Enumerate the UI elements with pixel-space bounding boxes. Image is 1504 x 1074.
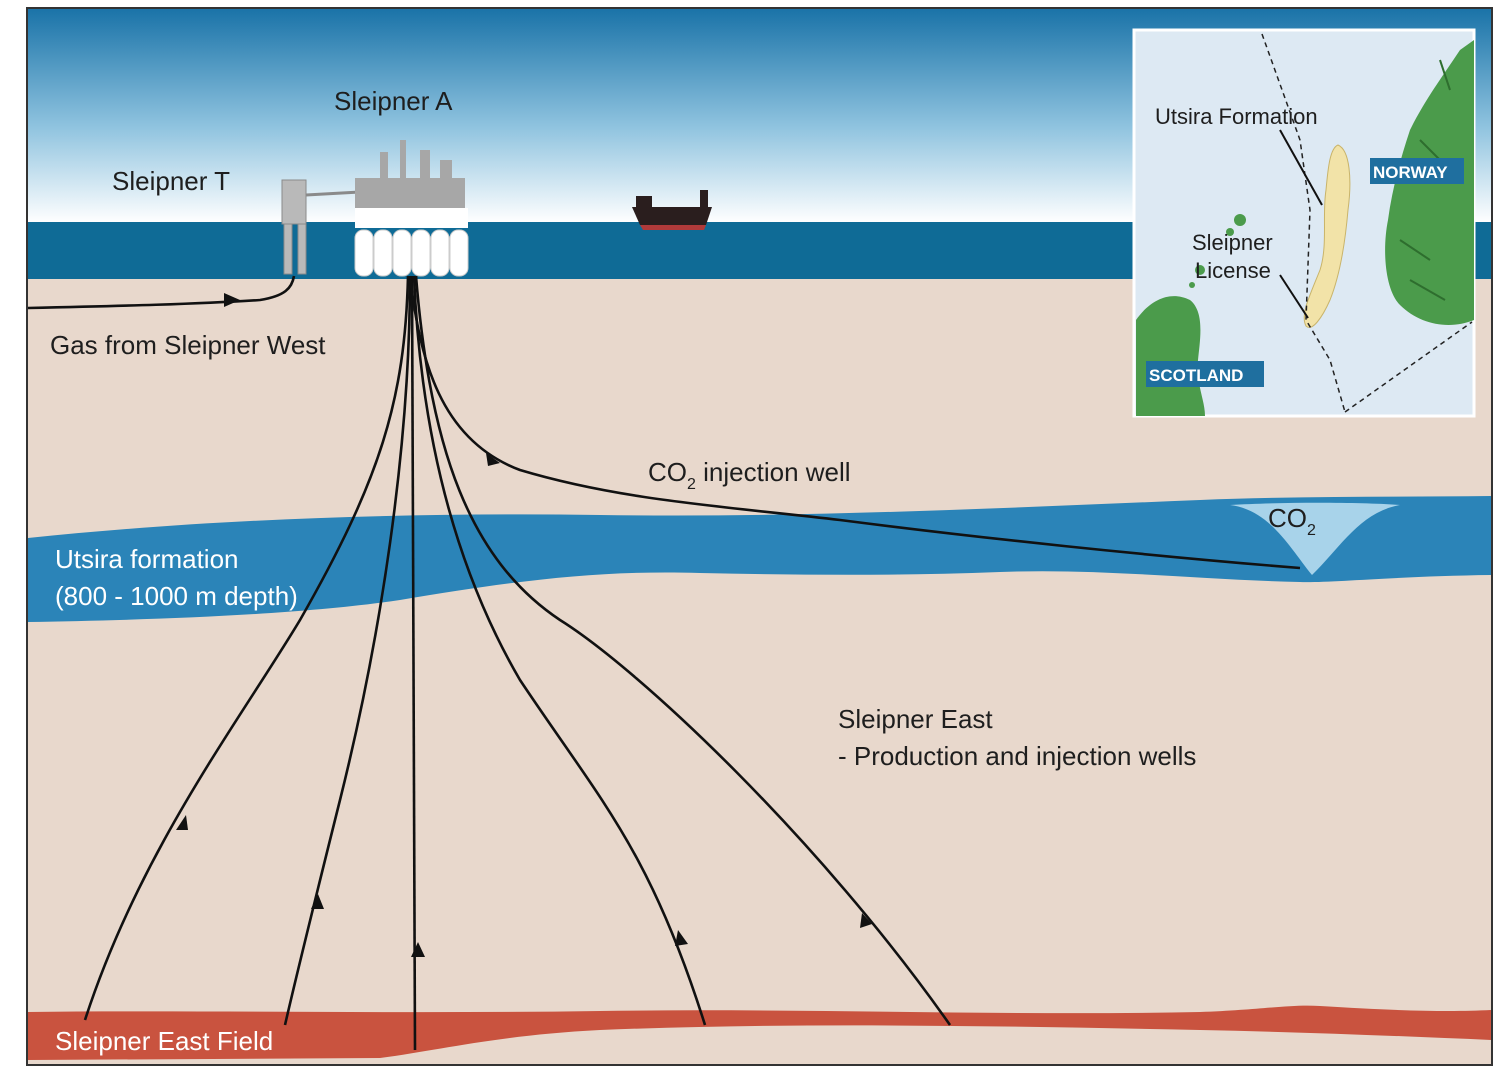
co2-plume-sub: 2	[1307, 522, 1316, 539]
utsira-formation-layer	[28, 496, 1491, 622]
sleipner-t-label: Sleipner T	[112, 166, 230, 196]
co2-plume	[1230, 502, 1400, 575]
sleipner-a-label: Sleipner A	[334, 86, 453, 116]
map-sleipner-license-label-line1: Sleipner	[1192, 230, 1273, 255]
well-3-arrow	[411, 942, 425, 957]
utsira-label-line2: (800 - 1000 m depth)	[55, 581, 298, 611]
well-3	[410, 275, 417, 1051]
map-sleipner-license-label-line2: License	[1195, 258, 1271, 283]
map-utsira-formation	[1303, 144, 1351, 328]
map-boundary-line-2	[1344, 321, 1473, 413]
map-pointer-license	[1279, 274, 1309, 319]
sleipner-a-platform	[354, 140, 469, 277]
co2-injection-well-sub: 2	[687, 476, 696, 493]
map-utsira-formation-label: Utsira Formation	[1155, 104, 1318, 129]
co2-injection-well	[408, 275, 1301, 570]
inset-map: Utsira Formation Sleipner License NORWAY…	[1132, 28, 1476, 418]
well-2	[283, 275, 412, 1026]
co2-injection-well-suffix: injection well	[696, 457, 851, 487]
norway-badge-label: NORWAY	[1373, 163, 1448, 182]
gas-from-west-label: Gas from Sleipner West	[50, 330, 326, 360]
map-norway-coast-detail	[1399, 59, 1451, 301]
well-4	[412, 275, 707, 1026]
well-5-arrow	[860, 913, 872, 928]
map-islands	[1189, 214, 1246, 288]
well-2-arrow	[311, 894, 324, 909]
co2-well-arrow	[486, 453, 500, 466]
co2-injection-well-prefix: CO	[648, 457, 687, 487]
map-pointer-formation	[1279, 129, 1323, 206]
sleipner-t-platform	[281, 179, 361, 275]
well-5	[414, 275, 952, 1026]
map-scotland-land	[1136, 296, 1205, 416]
map-boundary-line	[1261, 33, 1346, 413]
co2-injection-well-label: CO2 injection well	[648, 457, 851, 493]
co2-plume-main: CO	[1268, 503, 1307, 533]
well-4-arrow	[675, 930, 688, 946]
scotland-badge	[1146, 361, 1264, 387]
well-1-arrow	[176, 815, 188, 830]
utsira-label-line1: Utsira formation	[55, 544, 239, 574]
sleipner-east-label-line2: - Production and injection wells	[838, 741, 1196, 771]
co2-plume-label: CO2	[1268, 503, 1316, 539]
ship	[632, 190, 712, 230]
gas-pipeline-arrow	[224, 293, 240, 307]
sleipner-east-field-layer	[28, 1005, 1491, 1060]
scotland-badge-label: SCOTLAND	[1149, 366, 1243, 385]
well-1	[83, 275, 410, 1021]
norway-badge	[1370, 158, 1464, 184]
sleipner-east-field-label: Sleipner East Field	[55, 1026, 273, 1056]
sleipner-east-label-line1: Sleipner East	[838, 704, 993, 734]
